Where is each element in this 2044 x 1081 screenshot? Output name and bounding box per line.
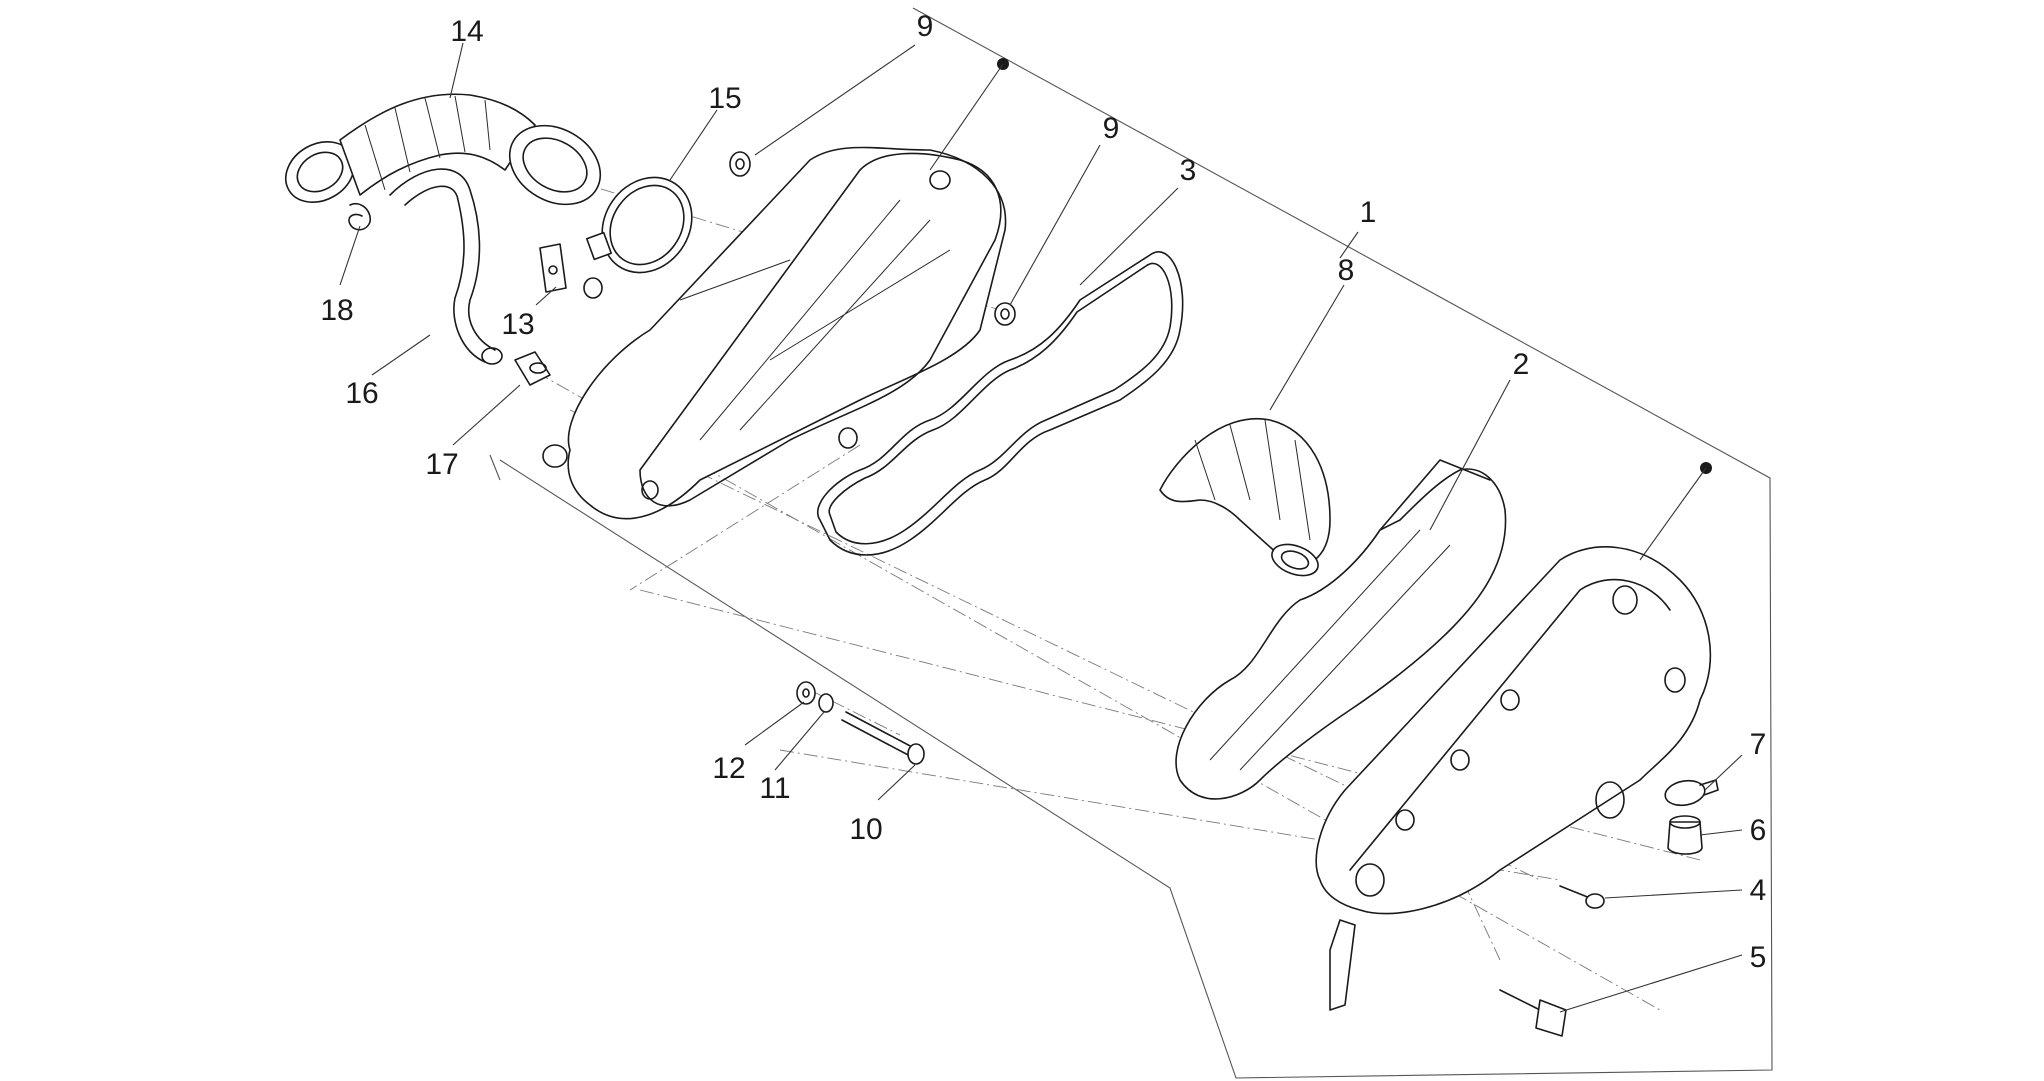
hose-clamp — [585, 176, 693, 274]
callout-5: 5 — [1750, 941, 1767, 974]
filter-case — [542, 146, 1007, 520]
callout-3: 3 — [1180, 154, 1197, 187]
callout-15: 15 — [708, 82, 741, 115]
grommet-lower — [838, 427, 858, 449]
callout-9-right: 9 — [1103, 112, 1120, 145]
callout-4: 4 — [1750, 874, 1767, 907]
drain-plug — [514, 351, 551, 386]
breather-hose — [389, 168, 503, 365]
callout-11: 11 — [759, 772, 790, 805]
callout-7: 7 — [1750, 728, 1767, 761]
long-screw — [1499, 989, 1567, 1037]
drain-clip — [1664, 779, 1719, 807]
hose-clip — [348, 203, 371, 231]
intake-duct — [285, 93, 602, 206]
inlet-elbow — [1159, 417, 1331, 577]
washer-side — [583, 277, 603, 299]
drain-cap — [1667, 815, 1703, 855]
callout-9-upper: 9 — [917, 10, 934, 43]
leader-lines — [339, 42, 1743, 1013]
callout-14: 14 — [450, 15, 483, 48]
flat-washer — [796, 681, 816, 705]
assembly-frame — [489, 7, 1773, 1079]
washer-upper — [729, 151, 751, 177]
callout-12: 12 — [712, 752, 745, 785]
grommet-right — [994, 302, 1016, 326]
callout-labels: 1 2 3 4 5 6 7 8 9 9 10 11 12 13 14 15 16… — [320, 10, 1766, 974]
callout-1: 1 — [1360, 196, 1377, 229]
callout-2: 2 — [1513, 348, 1530, 381]
callout-17: 17 — [425, 448, 458, 481]
filter-cover — [1315, 546, 1712, 1011]
clip-nut — [539, 243, 567, 293]
callout-6: 6 — [1750, 814, 1767, 847]
callout-10: 10 — [849, 813, 882, 846]
short-screw — [1559, 885, 1605, 909]
case-gasket — [817, 251, 1184, 556]
callout-16: 16 — [345, 377, 378, 410]
spring-washer — [818, 693, 834, 713]
filter-element — [1175, 459, 1507, 800]
callout-8: 8 — [1338, 254, 1355, 287]
long-bolt — [841, 711, 925, 765]
callout-18: 18 — [320, 294, 353, 327]
callout-13: 13 — [501, 308, 534, 341]
